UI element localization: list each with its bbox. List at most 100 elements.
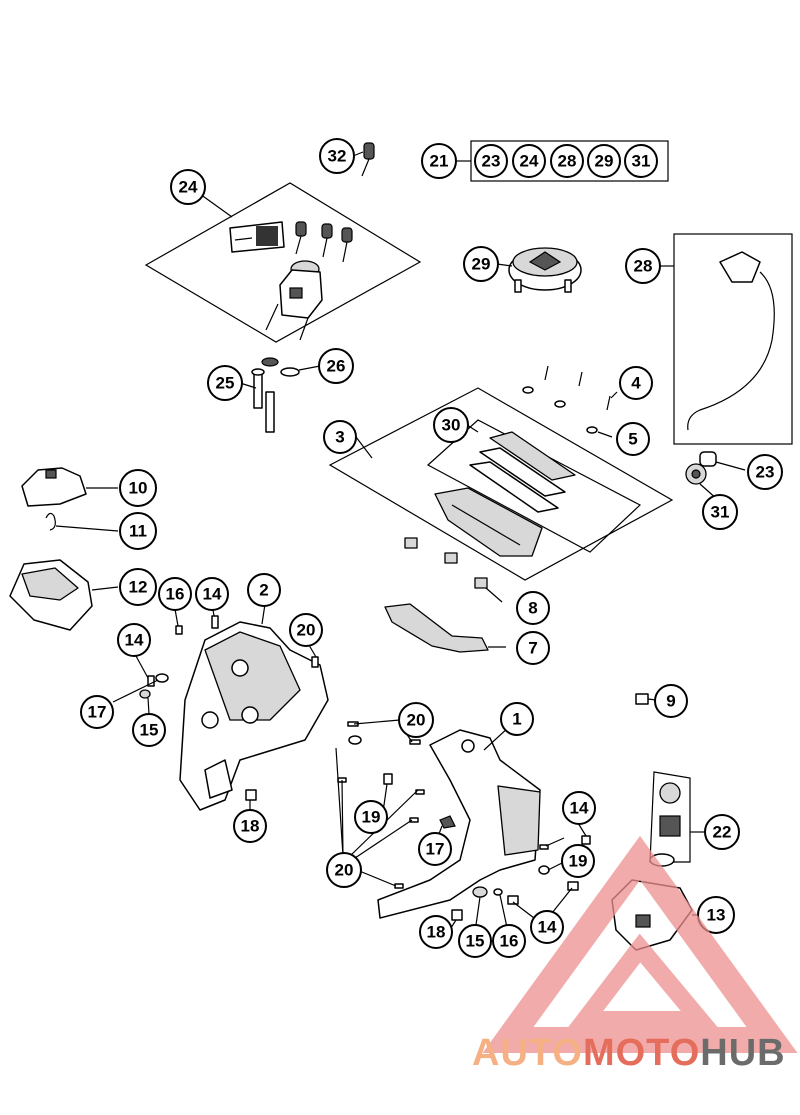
callout-25: 25: [207, 365, 243, 401]
bolt-25: [251, 357, 279, 433]
svg-text:26: 26: [327, 357, 346, 376]
svg-text:24: 24: [179, 178, 198, 197]
callout-3: 3: [323, 420, 357, 454]
callout-15a: 15: [132, 713, 166, 747]
svg-text:13: 13: [707, 906, 726, 925]
svg-text:32: 32: [328, 147, 347, 166]
washer-26: [280, 365, 321, 377]
callout-7: 7: [516, 631, 550, 665]
key-label-plate: [229, 221, 285, 253]
callout-32: 32: [319, 138, 355, 174]
callout-11: 11: [119, 512, 157, 550]
svg-text:23: 23: [756, 463, 775, 482]
callout-28: 28: [625, 248, 661, 284]
svg-text:25: 25: [216, 374, 235, 393]
callout-12: 12: [119, 568, 157, 606]
svg-text:29: 29: [472, 255, 491, 274]
callout-20b: 20: [398, 702, 434, 738]
callout-4: 4: [619, 366, 653, 400]
svg-text:30: 30: [442, 416, 461, 435]
callout-17b: 17: [418, 832, 452, 866]
svg-text:4: 4: [631, 374, 641, 393]
lock-22: [649, 782, 681, 867]
bracket-7: [384, 603, 489, 653]
callout-14a: 14: [195, 577, 229, 611]
callout-19a: 19: [354, 800, 388, 834]
svg-text:19: 19: [362, 808, 381, 827]
bracket-1: [377, 729, 541, 919]
svg-text:14: 14: [203, 585, 222, 604]
callout-18b: 18: [419, 915, 453, 949]
svg-text:20: 20: [297, 621, 316, 640]
svg-text:14: 14: [538, 918, 557, 937]
nuts-5: [522, 386, 598, 434]
callout-14c: 14: [562, 791, 596, 825]
svg-text:28: 28: [558, 152, 577, 171]
svg-text:9: 9: [666, 692, 675, 711]
svg-text:22: 22: [713, 823, 732, 842]
callout-16a: 16: [158, 577, 192, 611]
svg-text:10: 10: [129, 479, 148, 498]
ignition-kit-frame: [144, 182, 422, 343]
kit-callout-29: 29: [587, 144, 621, 178]
callout-30: 30: [433, 407, 469, 443]
cable-end-23: [699, 451, 717, 467]
clip-9: [635, 693, 649, 705]
svg-text:29: 29: [595, 152, 614, 171]
callout-20a: 20: [289, 613, 323, 647]
ignition-lock: [265, 260, 323, 341]
callout-18a: 18: [233, 809, 267, 843]
svg-text:28: 28: [634, 257, 653, 276]
bracket-13: [611, 879, 693, 951]
callout-26: 26: [318, 348, 354, 384]
svg-text:18: 18: [241, 817, 260, 836]
key-32: [361, 142, 375, 177]
seals: [469, 431, 576, 513]
cable-box: [673, 233, 793, 445]
callout-24: 24: [170, 169, 206, 205]
svg-text:7: 7: [528, 639, 537, 658]
svg-text:1: 1: [512, 710, 521, 729]
callout-22: 22: [704, 814, 740, 850]
kit-callout-28: 28: [550, 144, 584, 178]
svg-text:20: 20: [407, 711, 426, 730]
callout-2: 2: [247, 573, 281, 607]
svg-text:23: 23: [482, 152, 501, 171]
svg-text:16: 16: [500, 932, 519, 951]
svg-text:24: 24: [520, 152, 539, 171]
callout-1: 1: [500, 702, 534, 736]
callout-17a: 17: [80, 695, 114, 729]
callout-23: 23: [747, 454, 783, 490]
release-cable: [687, 251, 775, 431]
screws-4: [544, 365, 611, 411]
callout-9: 9: [654, 684, 688, 718]
callout-10: 10: [119, 469, 157, 507]
svg-text:21: 21: [430, 152, 449, 171]
cable-end-31: [685, 463, 707, 485]
svg-text:31: 31: [632, 152, 651, 171]
callout-15b: 15: [458, 924, 492, 958]
svg-text:17: 17: [88, 703, 107, 722]
callout-14d: 14: [530, 910, 564, 944]
callout-16b: 16: [492, 924, 526, 958]
keys: [295, 221, 353, 263]
bracket-2: [179, 621, 329, 811]
frame-12: [9, 559, 93, 631]
callout-19b: 19: [561, 844, 595, 878]
spring-11: [45, 512, 56, 531]
svg-text:15: 15: [140, 721, 159, 740]
callout-31: 31: [702, 494, 738, 530]
callout-8: 8: [516, 591, 550, 625]
svg-text:17: 17: [426, 840, 445, 859]
tank-cover-frame: [328, 387, 674, 581]
callout-29: 29: [463, 246, 499, 282]
svg-text:12: 12: [129, 578, 148, 597]
callout-20c: 20: [326, 852, 362, 888]
svg-text:8: 8: [528, 599, 537, 618]
callout-14b: 14: [117, 623, 151, 657]
bushings-8: [404, 537, 488, 589]
svg-text:20: 20: [335, 861, 354, 880]
callout-21: 21: [421, 143, 457, 179]
fuel-cap: [508, 247, 582, 293]
